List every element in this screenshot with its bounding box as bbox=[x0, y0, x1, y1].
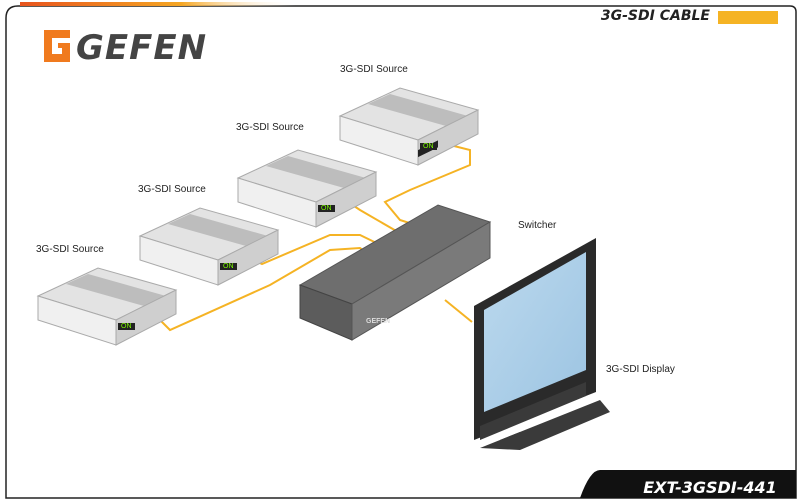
source-display-2: ON bbox=[220, 263, 237, 270]
switcher-label: Switcher bbox=[518, 220, 557, 231]
brand-name: GEFEN bbox=[76, 28, 208, 68]
footer-band bbox=[580, 470, 796, 498]
legend-label: 3G-SDI CABLE bbox=[600, 8, 710, 24]
display-monitor bbox=[474, 238, 610, 450]
legend-cable-swatch bbox=[718, 11, 778, 24]
source-device-2 bbox=[138, 207, 280, 286]
cable-source-4 bbox=[383, 144, 471, 229]
display-label: 3G-SDI Display bbox=[606, 364, 675, 375]
gefen-logo-icon bbox=[44, 30, 70, 62]
outer-frame bbox=[5, 5, 797, 499]
source-display-4: ON bbox=[420, 143, 437, 150]
source-display-1: ON bbox=[118, 323, 135, 330]
top-accent-bar bbox=[20, 2, 480, 6]
source-device-1 bbox=[36, 267, 178, 346]
source-label-2: 3G-SDI Source bbox=[138, 184, 206, 195]
source-device-3 bbox=[236, 149, 378, 228]
source-label-4: 3G-SDI Source bbox=[340, 64, 408, 75]
source-display-3: ON bbox=[318, 205, 335, 212]
source-device-4 bbox=[338, 87, 480, 166]
switcher-badge: GEFEN bbox=[366, 318, 391, 325]
switcher-device bbox=[298, 204, 492, 341]
source-label-1: 3G-SDI Source bbox=[36, 244, 104, 255]
source-label-3: 3G-SDI Source bbox=[236, 122, 304, 133]
cable-display bbox=[444, 299, 473, 323]
model-number: EXT-3GSDI-441 bbox=[643, 478, 777, 497]
